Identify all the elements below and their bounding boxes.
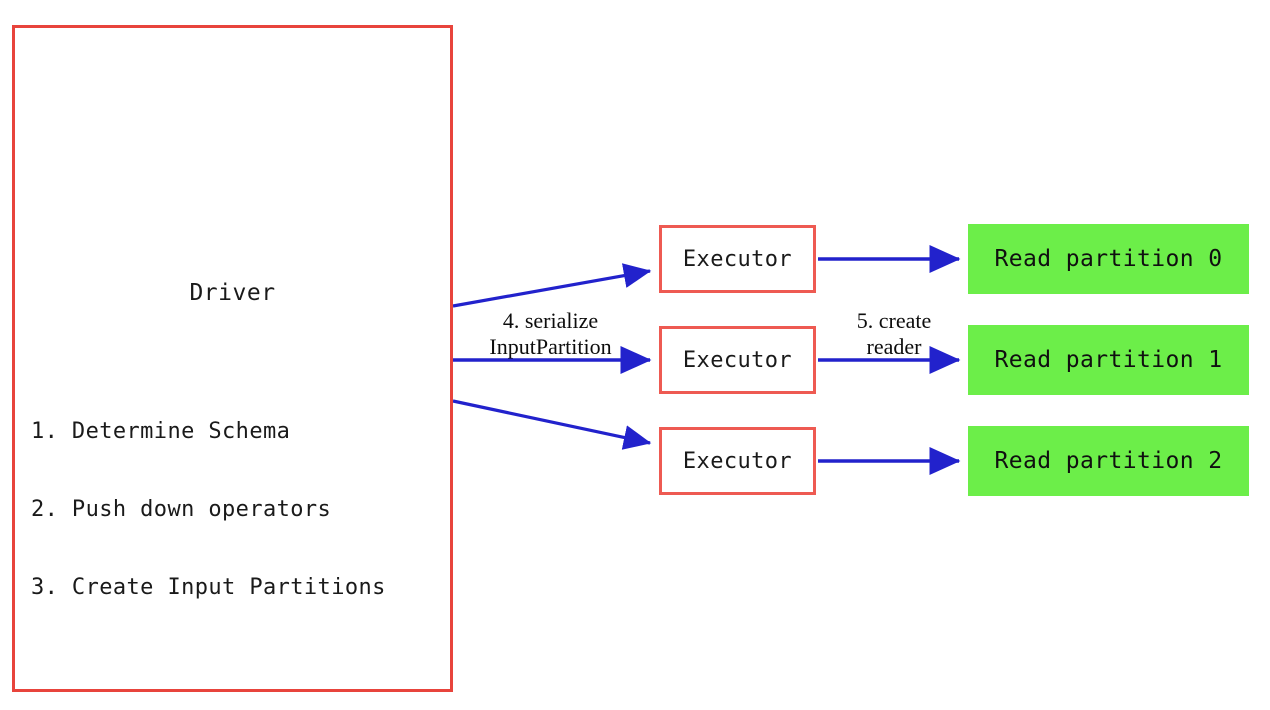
driver-step-1: 1. Determine Schema: [31, 419, 291, 444]
edge-label-create-reader: 5. create reader: [826, 308, 962, 360]
edge-label-serialize-line-2: InputPartition: [489, 334, 612, 359]
driver-step-2: 2. Push down operators: [31, 497, 332, 522]
edge-label-serialize-line-1: 4. serialize: [502, 308, 599, 333]
executor-box-1: Executor: [659, 225, 816, 293]
arrow-driver-to-executor-3: [452, 399, 652, 450]
edge-label-create-reader-line-1: 5. create: [856, 308, 932, 333]
driver-step-3: 3. Create Input Partitions: [31, 575, 386, 600]
driver-steps-list: 1. Determine Schema 2. Push down operato…: [31, 367, 386, 653]
driver-title: Driver: [189, 280, 276, 306]
read-partition-box-2: Read partition 2: [968, 426, 1249, 496]
driver-box: Driver 1. Determine Schema 2. Push down …: [12, 25, 453, 692]
read-partition-box-0: Read partition 0: [968, 224, 1249, 294]
edge-label-create-reader-line-2: reader: [866, 334, 922, 359]
edge-label-serialize: 4. serialize InputPartition: [458, 308, 643, 360]
read-partition-box-1: Read partition 1: [968, 325, 1249, 395]
executor-box-2: Executor: [659, 326, 816, 394]
arrow-driver-to-executor-1: [452, 263, 652, 308]
executor-box-3: Executor: [659, 427, 816, 495]
